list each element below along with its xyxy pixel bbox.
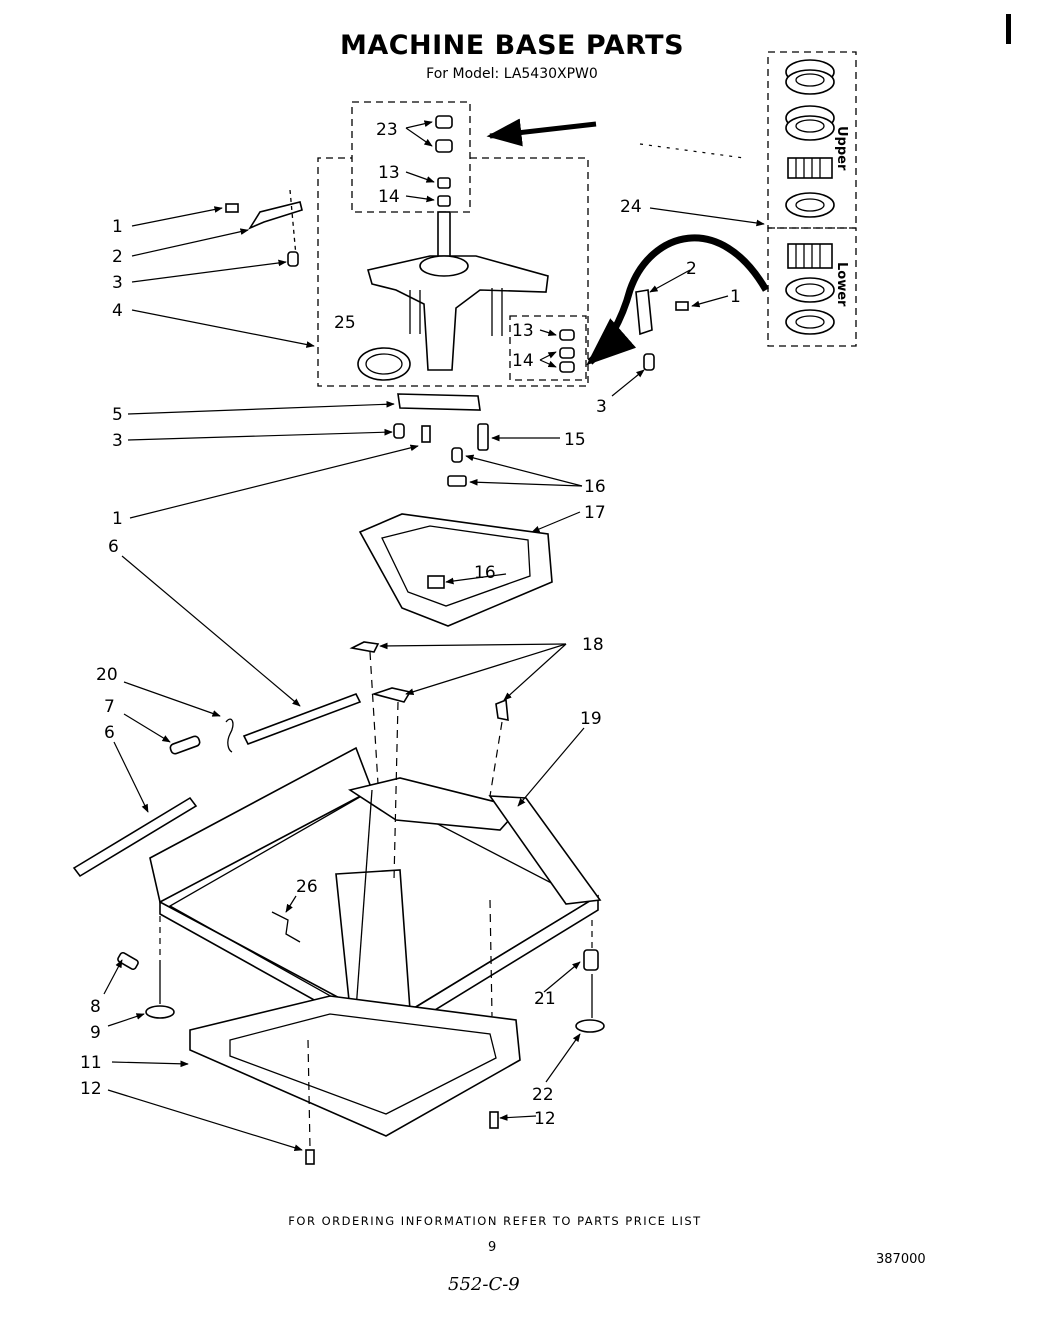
screw-12-left — [305, 1149, 315, 1165]
callout-18: 18 — [582, 635, 604, 655]
callout-13: 13 — [378, 163, 400, 183]
lower-bearing-stack — [785, 243, 835, 335]
callout-14: 14 — [378, 187, 400, 207]
callout-17: 17 — [584, 503, 606, 523]
support-hub — [419, 255, 469, 277]
callout-1: 1 — [730, 287, 741, 307]
right-pivot-parts — [635, 289, 689, 371]
lower-bushings — [559, 329, 575, 373]
callout-9: 9 — [90, 1023, 101, 1043]
spring-3 — [393, 423, 405, 439]
callout-6: 6 — [104, 723, 115, 743]
callout-25: 25 — [334, 313, 356, 333]
lower-label: Lower — [834, 262, 849, 307]
callout-14: 14 — [512, 351, 534, 371]
callout-12: 12 — [534, 1109, 556, 1129]
spring-7 — [169, 735, 201, 755]
callout-16: 16 — [584, 477, 606, 497]
pad-18-a — [349, 641, 380, 653]
callout-2: 2 — [112, 247, 123, 267]
lower-bearing-arrow — [586, 234, 770, 366]
clip-16-c — [427, 575, 445, 589]
callout-labels: 1 2 3 4 23 13 14 25 13 14 24 2 1 3 5 3 1… — [80, 120, 741, 1129]
document-id: 387000 — [876, 1252, 926, 1267]
callout-13: 13 — [512, 321, 534, 341]
spring-15 — [477, 423, 489, 451]
seal-25 — [357, 347, 411, 381]
pad-18-c — [495, 698, 509, 721]
callout-15: 15 — [564, 430, 586, 450]
callout-16: 16 — [474, 563, 496, 583]
support-spider — [366, 255, 549, 371]
callout-20: 20 — [96, 665, 118, 685]
corner-registration-mark — [1006, 14, 1011, 44]
callout-8: 8 — [90, 997, 101, 1017]
bolt-1 — [421, 425, 431, 443]
bracket-5 — [397, 393, 481, 411]
callout-7: 7 — [104, 697, 115, 717]
callout-23: 23 — [376, 120, 398, 140]
clip-26 — [271, 911, 301, 943]
bearing-inset: Upper Lower — [767, 51, 857, 347]
upper-bushing-box — [351, 101, 471, 213]
clip-16-b — [447, 475, 467, 487]
pad-18-b — [371, 687, 412, 703]
callout-1: 1 — [112, 509, 123, 529]
callout-3: 3 — [596, 397, 607, 417]
page-number: 9 — [488, 1240, 497, 1255]
latch-bar-6-upper — [242, 692, 362, 746]
upper-bearing-leader — [639, 143, 745, 159]
callout-3: 3 — [112, 273, 123, 293]
model-subtitle: For Model: LA5430XPW0 — [426, 66, 598, 82]
callout-22: 22 — [532, 1085, 554, 1105]
plug-8 — [117, 951, 139, 971]
hook-20 — [225, 718, 234, 753]
callout-24: 24 — [620, 197, 642, 217]
lower-bushing-box — [509, 315, 587, 381]
screw-12-right — [489, 1111, 499, 1129]
callout-2: 2 — [686, 259, 697, 279]
page-title: MACHINE BASE PARTS — [339, 30, 685, 61]
handwritten-note: 552-C-9 — [448, 1274, 520, 1295]
clip-16-a — [451, 447, 463, 463]
callout-6: 6 — [108, 537, 119, 557]
latch-bar-6-lower — [72, 796, 198, 878]
callout-1: 1 — [112, 217, 123, 237]
leveling-foot-22 — [575, 1019, 605, 1033]
callout-19: 19 — [580, 709, 602, 729]
ordering-info-footer: FOR ORDERING INFORMATION REFER TO PARTS … — [288, 1214, 702, 1228]
upper-label: Upper — [834, 126, 849, 171]
callout-5: 5 — [112, 405, 123, 425]
leader-lines — [103, 120, 765, 1151]
leveling-foot-9 — [145, 1005, 175, 1019]
upper-bearing-stack — [785, 59, 835, 218]
suspension-tray-17 — [358, 513, 553, 627]
nut-21 — [583, 949, 599, 971]
left-pivot-parts — [225, 189, 303, 267]
upper-bushings — [435, 115, 453, 207]
callout-11: 11 — [80, 1053, 102, 1073]
support-assembly-box — [317, 157, 589, 387]
callout-12: 12 — [80, 1079, 102, 1099]
callout-3: 3 — [112, 431, 123, 451]
callout-26: 26 — [296, 877, 318, 897]
machine-base-frame — [149, 746, 602, 1041]
callout-21: 21 — [534, 989, 556, 1009]
transmission-support-group — [317, 101, 589, 387]
upper-bearing-arrow — [486, 118, 597, 147]
base-pan-11 — [189, 995, 521, 1137]
callout-4: 4 — [112, 301, 123, 321]
